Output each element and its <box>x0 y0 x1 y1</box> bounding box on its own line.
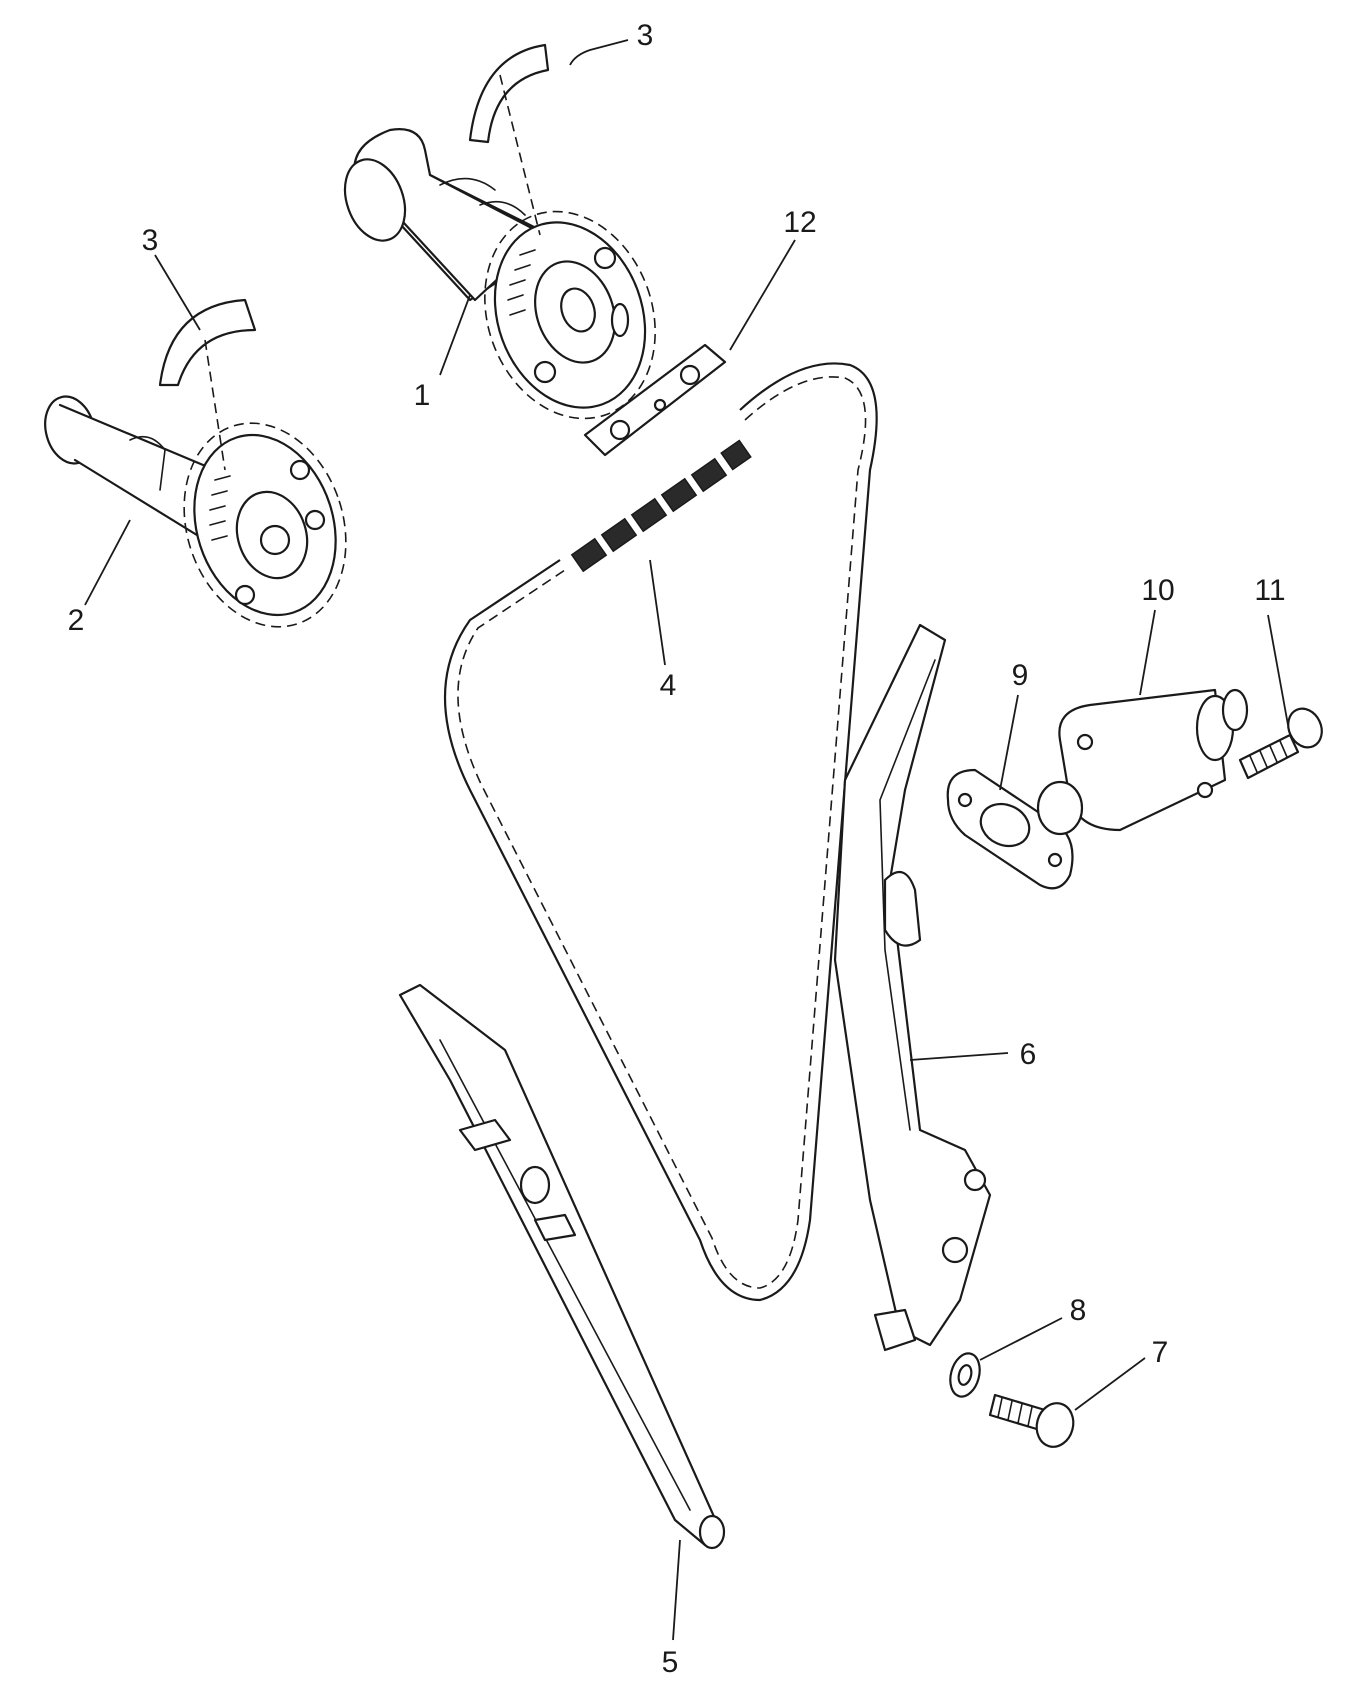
part-4-timing-chain <box>443 362 878 1302</box>
callout-11: 11 <box>1254 574 1285 607</box>
part-5-chain-guide <box>398 983 726 1550</box>
callout-labels: 1 2 3 3 4 5 6 7 8 9 10 11 12 <box>68 19 1286 1679</box>
part-9-gasket <box>946 768 1074 890</box>
part-2-camshaft-lower <box>44 395 347 628</box>
leader-6 <box>909 1052 1009 1061</box>
part-8-washer <box>949 1352 981 1398</box>
leader-4 <box>649 559 666 666</box>
part-6-tensioner-arm <box>833 623 992 1352</box>
callout-4: 4 <box>660 669 677 702</box>
leader-1 <box>439 294 471 376</box>
leader-2 <box>84 519 131 606</box>
part-12-guide-plate <box>583 343 727 457</box>
leader-7 <box>1074 1357 1146 1411</box>
leader-9 <box>999 694 1019 791</box>
leader-5 <box>672 1539 681 1641</box>
leader-12 <box>729 239 796 351</box>
callout-3-upper: 3 <box>637 19 654 52</box>
leader-8 <box>979 1317 1063 1361</box>
callout-5: 5 <box>662 1646 679 1679</box>
callout-8: 8 <box>1070 1294 1087 1327</box>
part-3-half-ring-upper <box>468 43 550 236</box>
callout-6: 6 <box>1020 1038 1037 1071</box>
callout-10: 10 <box>1141 574 1174 607</box>
leader-3-left <box>154 254 201 331</box>
callout-3-left: 3 <box>142 224 159 257</box>
leader-11 <box>1267 614 1289 726</box>
chain-links-segment <box>570 439 752 573</box>
leader-3-upper <box>569 39 629 66</box>
part-3-half-ring-left <box>158 298 257 471</box>
part-11-bolt <box>1238 707 1323 780</box>
part-10-tensioner-unit <box>1036 688 1249 836</box>
callout-1: 1 <box>414 379 431 412</box>
callout-12: 12 <box>783 206 816 239</box>
leader-10 <box>1139 609 1156 696</box>
leader-lines <box>84 39 1289 1641</box>
callout-9: 9 <box>1012 659 1029 692</box>
part-7-bolt <box>988 1393 1075 1448</box>
callout-2: 2 <box>68 604 85 637</box>
part-1-camshaft-upper <box>343 128 656 420</box>
callout-7: 7 <box>1152 1336 1169 1369</box>
